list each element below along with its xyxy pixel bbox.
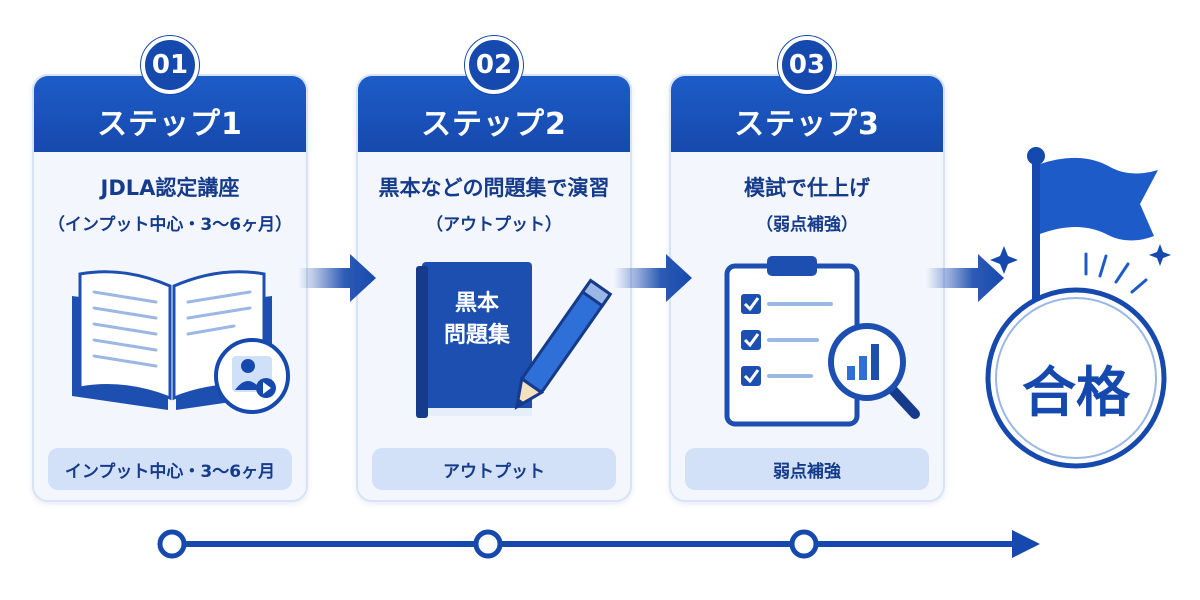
checklist-magnifier-icon (671, 248, 943, 438)
step-card-2: ステップ2 黒本などの問題集で演習 （アウトプット） 黒本 問題集 アウトプット (356, 74, 632, 502)
step-title: JDLA認定講座 (100, 176, 240, 200)
timeline-node-3 (789, 529, 819, 559)
timeline-node-1 (157, 529, 187, 559)
step-title: 模試で仕上げ (744, 176, 870, 200)
flow-arrow-icon (298, 254, 376, 302)
progress-timeline (157, 529, 1040, 559)
pass-label: 合格 (1022, 361, 1130, 424)
step-title: 黒本などの問題集で演習 (378, 176, 610, 200)
goal-area: 合格 (982, 142, 1192, 482)
step-card-3: ステップ3 模試で仕上げ （弱点補強） (669, 74, 945, 502)
step-card-1: ステップ1 JDLA認定講座 （インプット中心・3〜6ヶ月） (32, 74, 308, 502)
workbook-cover-label: 黒本 問題集 (422, 288, 532, 352)
step-number-badge: 03 (778, 36, 836, 94)
flow-arrow-icon (614, 254, 692, 302)
flag-icon (985, 147, 1171, 469)
flow-arrow-icon (926, 254, 1004, 302)
step-subtitle: （インプット中心・3〜6ヶ月） (47, 215, 293, 235)
step-subtitle: （弱点補強） (756, 215, 858, 235)
workbook-pencil-icon (358, 248, 630, 438)
step-number-badge: 01 (141, 36, 199, 94)
step-subtitle: （アウトプット） (426, 215, 562, 235)
timeline-arrowhead (1012, 530, 1040, 558)
timeline-node-2 (473, 529, 503, 559)
step-summary-pill: 弱点補強 (685, 448, 929, 490)
step-summary-pill: アウトプット (372, 448, 616, 490)
open-book-video-icon (34, 248, 306, 438)
step-summary-pill: インプット中心・3〜6ヶ月 (48, 448, 292, 490)
workbook-label-line1: 黒本 (454, 291, 499, 316)
step-number-badge: 02 (465, 36, 523, 94)
workbook-label-line2: 問題集 (443, 323, 510, 348)
